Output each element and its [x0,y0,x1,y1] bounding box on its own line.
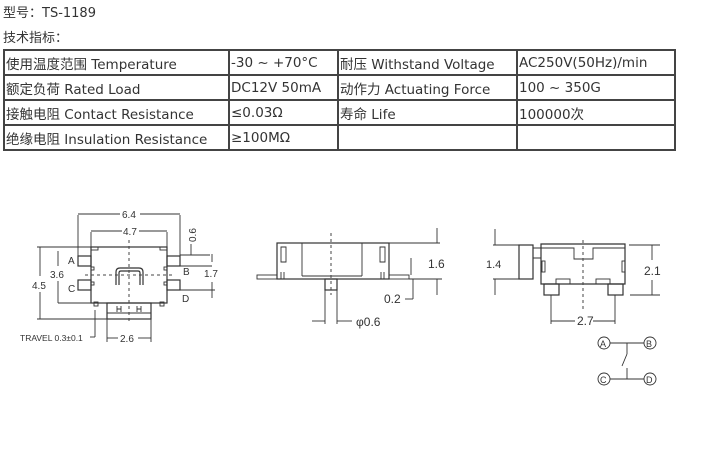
spec-value: 100 ~ 350G [516,74,676,101]
dim-1-6: 1.6 [428,257,445,271]
table-row: 绝缘电阻 Insulation Resistance ≥100MΩ [3,124,676,151]
dim-2-7: 2.7 [577,314,594,328]
side-marks [280,272,385,279]
end-link [533,247,541,259]
pin-label-d: D [182,294,189,305]
tab [93,301,99,307]
switch-symbol [610,342,644,380]
spec-table: 使用温度范围 Temperature -30 ~ +70°C 耐压 Withst… [3,49,676,151]
spec-title: 技术指标： [3,31,69,46]
terminal-label-c: C [600,375,607,385]
end-foot [607,283,624,296]
spec-value: -30 ~ +70°C [228,49,339,76]
spec-label [337,124,518,151]
actuator-marks [116,306,142,312]
spec-value [516,124,676,151]
notch [163,266,168,271]
notch [163,281,168,286]
end-view: 1.4 2.1 2.7 [486,229,661,328]
spec-label: 耐压 Withstand Voltage [337,49,518,76]
side-windows [280,246,386,263]
spec-value: ≥100MΩ [228,124,339,151]
dim-0-2: 0.2 [384,292,401,306]
tab [159,301,165,307]
dim-2-6: 2.6 [120,334,134,345]
dim-3-6: 3.6 [50,270,64,281]
end-tab [555,278,571,285]
dim-1-4: 1.4 [486,259,501,271]
spec-value: ≤0.03Ω [228,99,339,126]
side-actuator [301,243,363,277]
spec-value: 100000次 [516,99,676,126]
notch [90,281,95,286]
spec-label: 使用温度范围 Temperature [3,49,230,76]
side-lead-left [256,274,278,280]
end-tab [595,278,611,285]
pin-a [77,255,92,267]
spec-value: DC12V 50mA [228,74,339,101]
dim-4-7: 4.7 [123,227,137,238]
side-lead-right [388,274,410,280]
dim-4-5: 4.5 [32,281,46,292]
pin-label-a: A [68,256,75,267]
dim-6-4: 6.4 [122,210,136,221]
side-body [276,242,390,280]
dim-0-6: 0.6 [188,228,199,242]
spec-label: 寿命 Life [337,99,518,126]
spec-label: 接触电阻 Contact Resistance [3,99,230,126]
end-actuator [518,244,534,280]
spec-label: 绝缘电阻 Insulation Resistance [3,124,230,151]
corner-tab [90,246,99,251]
spec-label: 动作力 Actuating Force [337,74,518,101]
end-foot [543,283,560,296]
pin-label-c: C [68,284,75,295]
terminal-label-a: A [600,339,606,349]
notch [90,266,95,271]
table-row: 使用温度范围 Temperature -30 ~ +70°C 耐压 Withst… [3,49,676,76]
actuator-block [106,302,152,320]
model-number: 型号：TS-1189 [3,6,96,21]
terminal-label-b: B [646,339,652,349]
end-slot [621,260,626,273]
corner-tab [159,246,168,251]
terminal-label-d: D [646,375,653,385]
pin-label-b: B [183,267,190,278]
end-body [540,243,626,285]
top-view: 6.4 4.7 0.6 1.7 A B C D 4.5 3.6 [20,210,218,345]
table-row: 接触电阻 Contact Resistance ≤0.03Ω 寿命 Life 1… [3,99,676,126]
table-row: 额定负荷 Rated Load DC12V 50mA 动作力 Actuating… [3,74,676,101]
spec-value: AC250V(50Hz)/min [516,49,676,76]
end-slot [541,260,546,273]
pin-d [166,279,181,291]
spec-label: 额定负荷 Rated Load [3,74,230,101]
pin-c [77,279,92,291]
dim-2-1: 2.1 [644,264,661,278]
dim-1-7: 1.7 [204,269,218,280]
schematic: A B C D [597,336,657,386]
pin-b [166,255,181,267]
dim-phi-0-6: φ0.6 [356,315,381,329]
side-view: 1.6 0.2 φ0.6 [256,228,445,329]
travel-label: TRAVEL 0.3±0.1 [20,333,83,343]
